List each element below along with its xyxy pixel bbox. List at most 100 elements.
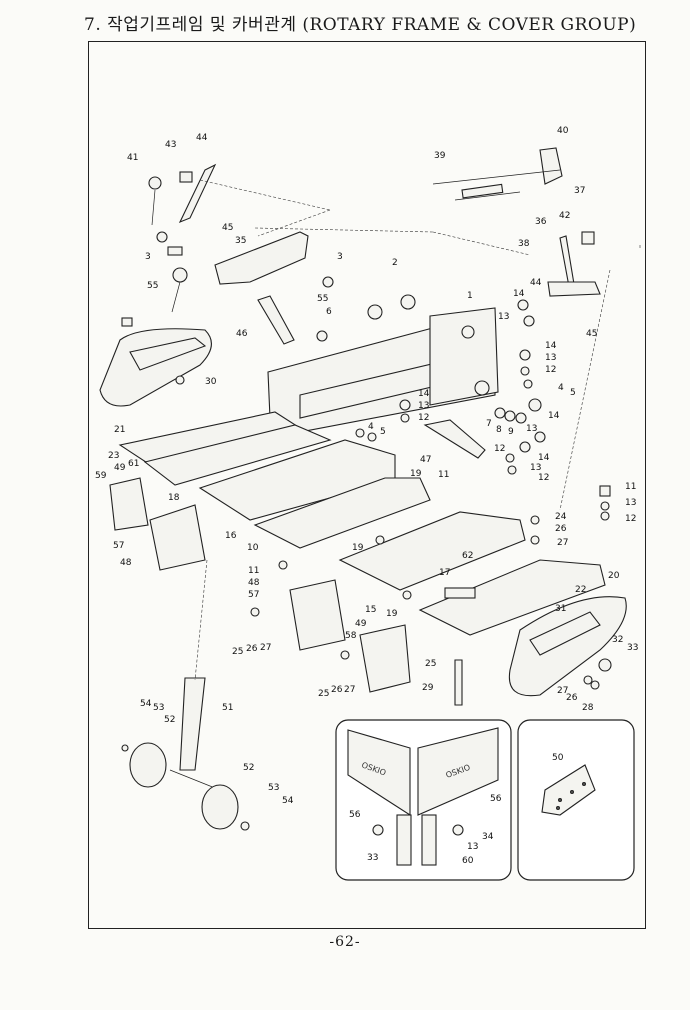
callout: 57 xyxy=(113,541,124,551)
callout: 36 xyxy=(535,217,547,227)
callout: 55 xyxy=(147,281,158,291)
callout: 44 xyxy=(196,133,208,143)
page-title: 7. 작업기프레임 및 카버관계 (ROTARY FRAME & COVER G… xyxy=(84,15,637,35)
callout: 42 xyxy=(559,211,570,221)
callout: 40 xyxy=(557,126,569,136)
inset-left-detail: OSKIO OSKIO xyxy=(335,719,512,881)
callout: 56 xyxy=(349,810,361,820)
callout: 4 xyxy=(368,422,374,432)
callout: 23 xyxy=(108,451,119,461)
callout: 61 xyxy=(128,459,139,469)
callout: 60 xyxy=(462,856,474,866)
callout: 41 xyxy=(127,153,138,163)
callout: 13 xyxy=(545,353,556,363)
callout: 32 xyxy=(612,635,623,645)
callout: 50 xyxy=(552,753,564,763)
callout: 56 xyxy=(490,794,502,804)
callout: 30 xyxy=(205,377,217,387)
callout: 55 xyxy=(317,294,328,304)
callout: 15 xyxy=(365,605,376,615)
callout: 24 xyxy=(555,512,567,522)
callout: 2 xyxy=(392,258,398,268)
callout: 13 xyxy=(467,842,478,852)
callout: 52 xyxy=(164,715,175,725)
callout: 13 xyxy=(625,498,636,508)
callout: 6 xyxy=(326,307,332,317)
part-top-right-linkage xyxy=(254,147,601,297)
callout: 14 xyxy=(548,411,560,421)
callout: 12 xyxy=(545,365,556,375)
callout: 3 xyxy=(337,252,343,262)
drawing-frame xyxy=(88,41,646,929)
callout: 4 xyxy=(558,383,564,393)
callout: 59 xyxy=(95,471,107,481)
callout: 22 xyxy=(575,585,586,595)
callout: 14 xyxy=(545,341,557,351)
callout: 21 xyxy=(114,425,125,435)
callout: 19 xyxy=(410,469,422,479)
part-bracket-35 xyxy=(167,231,309,345)
callout-labels: 40 39 37 36 38 42 44 44 43 41 45 35 3 55… xyxy=(95,126,638,866)
callout: 19 xyxy=(352,543,364,553)
callout: 27 xyxy=(557,538,568,548)
callout: 12 xyxy=(538,473,549,483)
callout: 52 xyxy=(243,763,254,773)
callout: 62 xyxy=(462,551,473,561)
callout: 48 xyxy=(248,578,260,588)
part-left-cover-21 xyxy=(99,317,212,407)
callout: 48 xyxy=(120,558,132,568)
callout: 14 xyxy=(418,389,430,399)
callout: 11 xyxy=(438,470,449,480)
callout: 13 xyxy=(498,312,509,322)
callout: 58 xyxy=(345,631,357,641)
callout: 28 xyxy=(582,703,594,713)
callout: 29 xyxy=(422,683,434,693)
callout: 53 xyxy=(268,783,279,793)
callout: 20 xyxy=(608,571,620,581)
callout: 26 xyxy=(566,693,578,703)
callout: 33 xyxy=(367,853,378,863)
part-cover-plates xyxy=(118,411,606,636)
callout: 26 xyxy=(331,685,343,695)
callout: 46 xyxy=(236,329,248,339)
callout: 11 xyxy=(248,566,259,576)
callout: 13 xyxy=(526,424,537,434)
page-number: -62- xyxy=(329,934,361,950)
callout: 54 xyxy=(282,796,294,806)
callout: 39 xyxy=(434,151,446,161)
callout: 25 xyxy=(318,689,329,699)
callout: 51 xyxy=(222,703,233,713)
part-main-frame xyxy=(267,276,499,433)
callout: 13 xyxy=(418,401,429,411)
callout: 45 xyxy=(586,329,597,339)
callout: 14 xyxy=(513,289,525,299)
callout: 25 xyxy=(425,659,436,669)
callout: 57 xyxy=(248,590,259,600)
callout: 49 xyxy=(114,463,126,473)
inset-right-detail xyxy=(517,719,635,881)
part-right-hardware xyxy=(355,245,641,521)
callout: 27 xyxy=(260,643,271,653)
callout: 19 xyxy=(386,609,398,619)
callout: 1 xyxy=(467,291,473,301)
callout: 18 xyxy=(168,493,180,503)
callout: 44 xyxy=(530,278,542,288)
callout: 31 xyxy=(555,604,566,614)
callout: 12 xyxy=(418,413,429,423)
callout: 33 xyxy=(627,643,638,653)
callout: 7 xyxy=(486,419,492,429)
part-wheel-assembly xyxy=(121,559,250,831)
callout: 14 xyxy=(538,453,550,463)
callout: 27 xyxy=(557,686,568,696)
part-right-cover-20 xyxy=(454,596,627,706)
callout: 9 xyxy=(508,427,514,437)
callout: 43 xyxy=(165,140,176,150)
callout: 5 xyxy=(570,388,576,398)
callout: 8 xyxy=(496,425,502,435)
callout: 10 xyxy=(247,543,259,553)
callout: 37 xyxy=(574,186,585,196)
callout: 12 xyxy=(494,444,505,454)
part-top-left-arm xyxy=(148,163,331,243)
callout: 35 xyxy=(235,236,246,246)
